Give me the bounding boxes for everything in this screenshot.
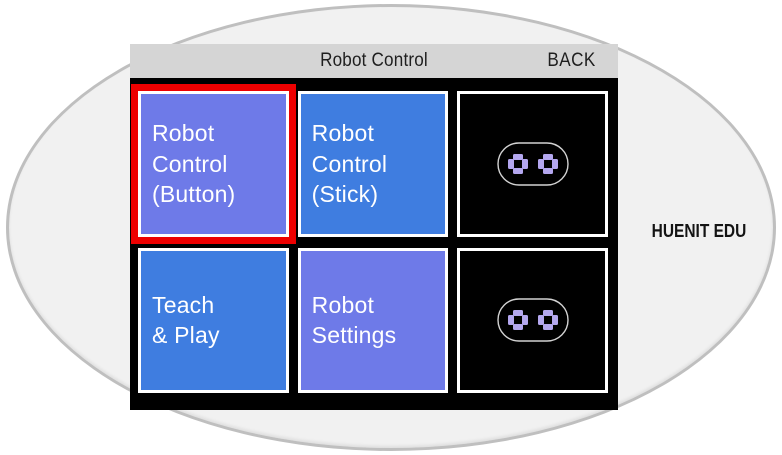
- back-button[interactable]: BACK: [547, 50, 596, 71]
- brand-label: HUENIT EDU: [651, 221, 747, 241]
- robot-face-icon: [496, 298, 569, 342]
- tile-label: Robot Settings: [311, 291, 397, 349]
- tile-robot-control-button[interactable]: Robot Control (Button): [138, 91, 289, 237]
- tile-teach-and-play[interactable]: Teach & Play: [138, 247, 289, 393]
- robot-face-icon: [496, 142, 569, 186]
- tile-label: Robot Control (Stick): [311, 120, 388, 207]
- page-title: Robot Control: [320, 50, 428, 71]
- touchscreen: Robot Control BACK Robot Control (Button…: [130, 44, 618, 410]
- tile-robot-face-bottom[interactable]: [457, 247, 608, 393]
- tile-robot-settings[interactable]: Robot Settings: [297, 247, 449, 393]
- tile-robot-face-top[interactable]: [457, 91, 608, 237]
- menu-grid: Robot Control (Button) Robot Control (St…: [130, 78, 618, 410]
- screen-header: Robot Control BACK: [130, 44, 618, 78]
- tile-label: Robot Control (Button): [152, 120, 236, 207]
- tile-label: Teach & Play: [152, 291, 220, 349]
- tile-robot-control-stick[interactable]: Robot Control (Stick): [297, 91, 449, 237]
